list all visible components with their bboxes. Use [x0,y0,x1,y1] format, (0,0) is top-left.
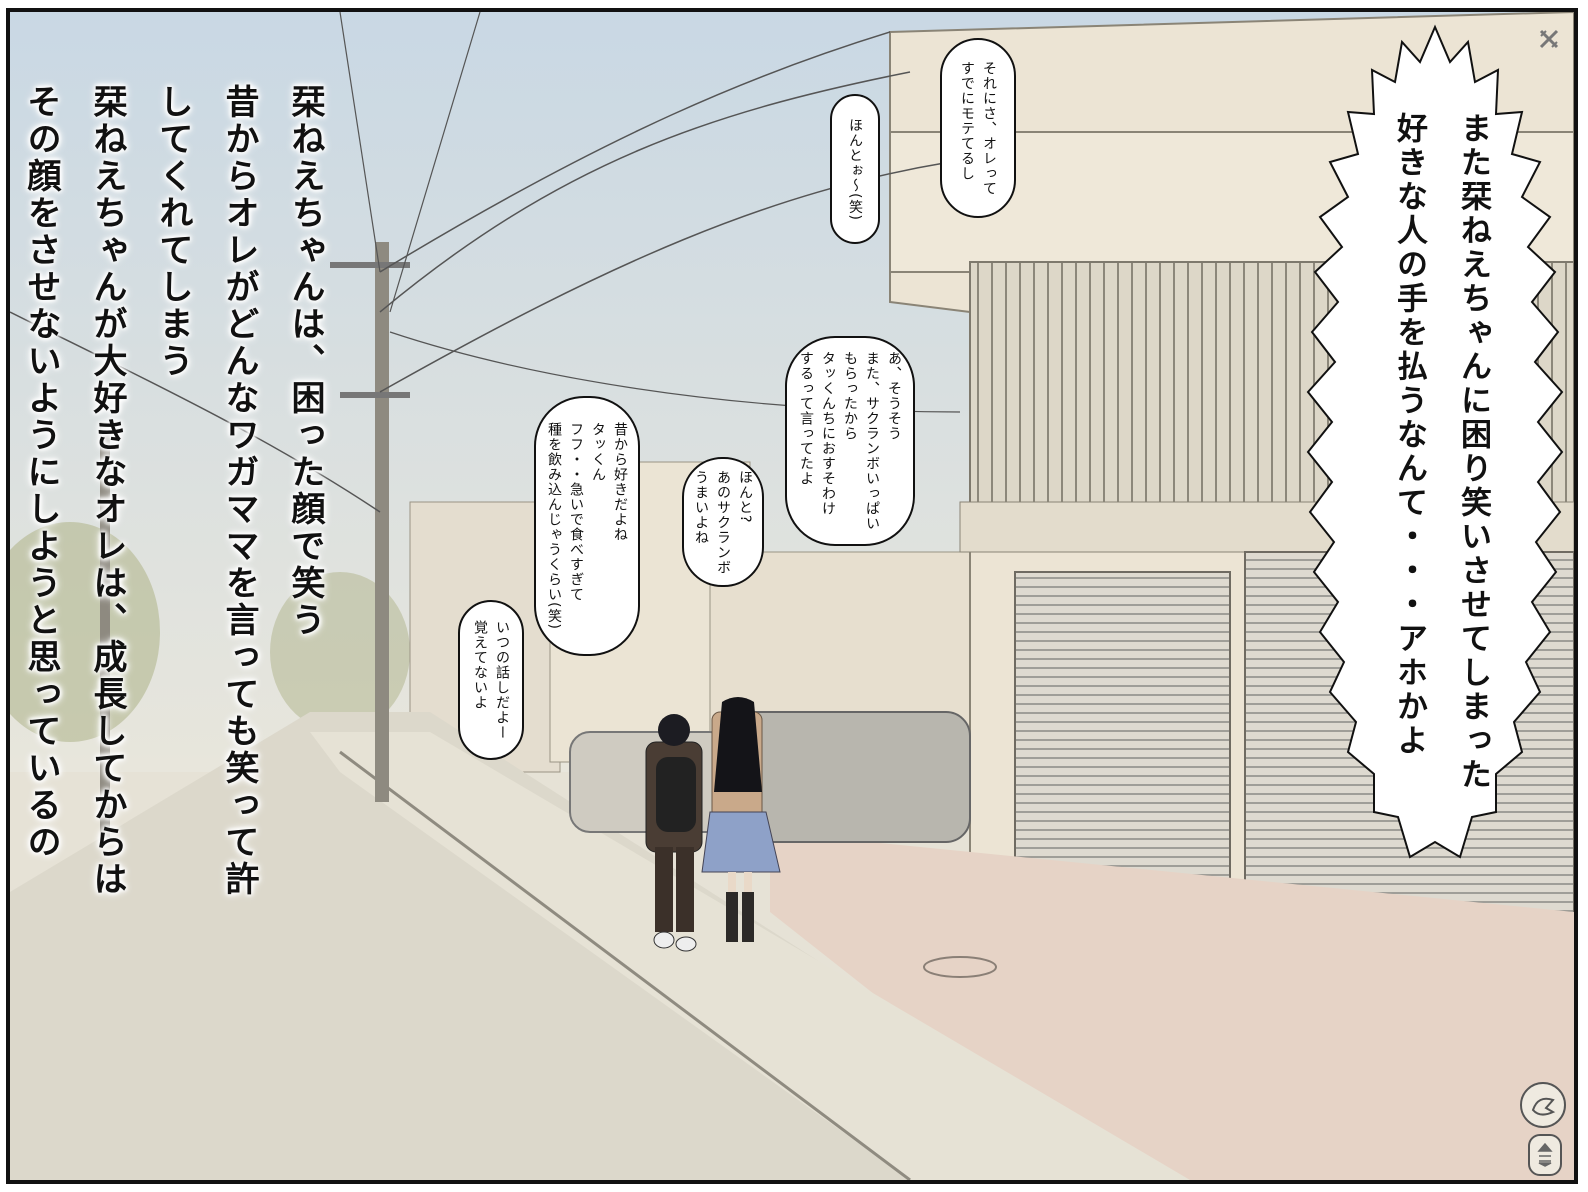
bubble-5-line-1: 昔から好きだよね [612,422,628,543]
narration-line-3: 栞ねえちゃんが大好きなオレは、成長してからは [87,84,127,898]
bubble-4-line-2: あのサクランボ [715,469,731,575]
bubble-1-line-1: それにさ、オレって [981,60,997,196]
narration-line-1: 栞ねえちゃんは、困った顔で笑う [285,84,325,639]
speech-bubble-1: それにさ、オレって すでにモテてるし [940,38,1016,218]
scroll-menu-icon[interactable] [1528,1134,1562,1176]
speech-bubble-4: ほんと? あのサクランボ うまいよね [682,457,764,587]
bubble-3-line-3: もらったから [842,351,858,441]
bubble-6-line-2: 覚えてないよ [472,620,488,710]
bubble-5-line-2: タッくん [590,422,606,483]
speech-bubble-5: 昔から好きだよね タッくん フフ・・急いで食べすぎて 種を飲み込んじゃうくらい(… [534,396,640,656]
auto-play-icon[interactable] [1520,1082,1566,1128]
girl-figure [701,697,781,942]
bubble-3-line-4: タッくんちにおすそわけ [820,351,836,516]
bubble-3-line-1: あ、そうそう [886,351,902,441]
bubble-3-line-2: また、サクランボいっぱい [864,351,880,531]
speech-bubble-2: ほんとぉ～(笑) [830,94,880,244]
bubble-6-line-1: いつの話しだよー [494,620,510,740]
shout-line-1: また栞ねえちゃんに困り笑いさせてしまった [1455,112,1491,792]
speech-bubble-6: いつの話しだよー 覚えてないよ [458,600,524,760]
bubble-4-line-1: ほんと? [737,469,753,523]
shout-text-block: また栞ねえちゃんに困り笑いさせてしまった 好きな人の手を払うなんて・・・アホかよ [1365,112,1505,812]
bubble-3-line-5: するって言ってたよ [798,351,814,486]
manga-panel: 栞ねえちゃんは、困った顔で笑う 昔からオレがどんなワガママを言っても笑って許して… [6,8,1578,1184]
narration-left-block: 栞ねえちゃんは、困った顔で笑う 昔からオレがどんなワガママを言っても笑って許して… [21,84,338,904]
bubble-2-line-1: ほんとぉ～(笑) [847,117,863,221]
narration-line-4: その顔をさせないようにしようと思っているのに・・・・ [21,84,61,861]
speech-bubble-3: あ、そうそう また、サクランボいっぱい もらったから タッくんちにおすそわけ す… [785,336,915,546]
boy-figure [645,714,703,952]
shout-line-2: 好きな人の手を払うなんて・・・アホかよ [1391,112,1427,758]
close-icon[interactable] [1532,22,1566,56]
bubble-4-line-3: うまいよね [693,469,709,545]
bubble-1-line-2: すでにモテてるし [959,60,975,181]
narration-line-2: 昔からオレがどんなワガママを言っても笑って許してくれてしまう [153,84,259,898]
shout-bubble [1306,24,1564,859]
bubble-5-line-3: フフ・・急いで食べすぎて [568,422,584,603]
bubble-5-line-4: 種を飲み込んじゃうくらい(笑) [546,422,562,630]
